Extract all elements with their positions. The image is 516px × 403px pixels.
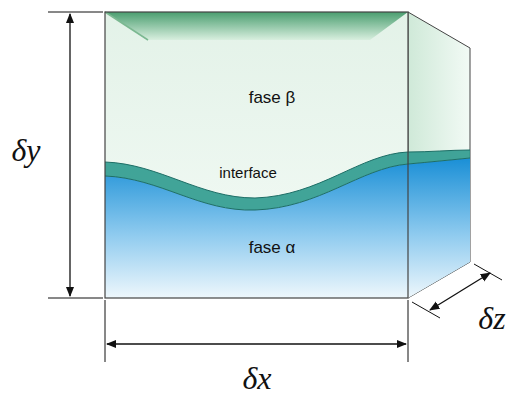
interface-label: interface (219, 164, 277, 181)
extension-line (474, 264, 502, 280)
dimension-label: δz (478, 300, 505, 337)
interface-edge (105, 158, 470, 210)
extension-line (408, 300, 409, 362)
extension-line (105, 300, 106, 362)
dimension-arrow (69, 14, 70, 296)
front-face (105, 12, 408, 298)
extension-line (48, 12, 103, 13)
dimension-label: δy (11, 132, 40, 169)
top-face (105, 12, 408, 40)
phase-label: fase β (249, 88, 296, 108)
interface-edge (105, 150, 470, 198)
extension-line (48, 298, 103, 299)
interface-band (105, 150, 470, 210)
phase-label: fase α (249, 238, 296, 258)
dimension-arrow (107, 343, 406, 344)
dimension-label: δx (242, 360, 271, 397)
extension-line (412, 302, 440, 318)
depth-edge (105, 12, 148, 40)
